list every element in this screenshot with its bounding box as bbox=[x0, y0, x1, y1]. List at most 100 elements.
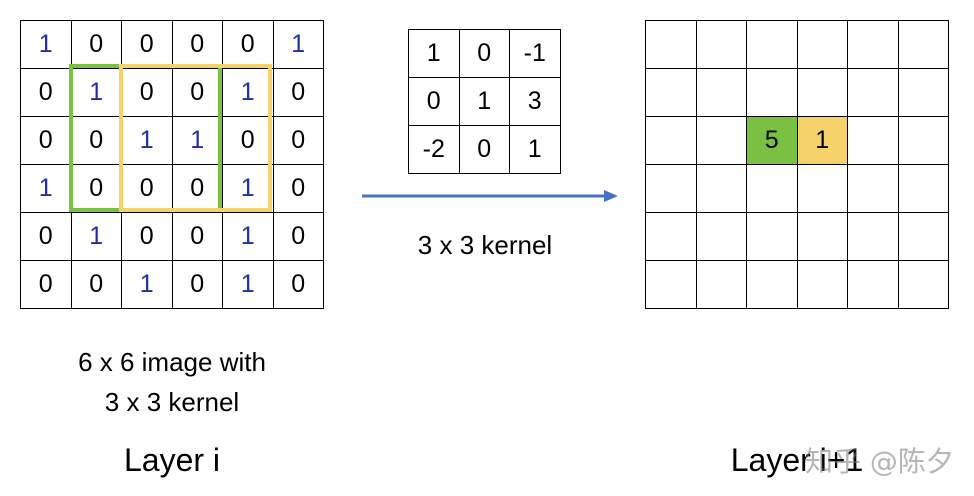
input-cell: 0 bbox=[70, 260, 122, 309]
output-cell bbox=[645, 68, 697, 117]
output-cell bbox=[695, 116, 747, 165]
input-cell: 1 bbox=[20, 164, 72, 213]
input-cell: 1 bbox=[171, 116, 223, 165]
output-cell bbox=[796, 20, 848, 69]
watermark: 知乎 @陈夕 bbox=[805, 445, 954, 478]
arrow-icon bbox=[362, 190, 618, 202]
output-cell-value: 1 bbox=[796, 116, 848, 165]
output-cell bbox=[796, 260, 848, 309]
input-cell: 1 bbox=[272, 20, 324, 69]
input-cell: 0 bbox=[70, 20, 122, 69]
input-caption: 6 x 6 image with 3 x 3 kernel bbox=[20, 342, 324, 422]
kernel-cell: -2 bbox=[408, 125, 460, 174]
output-cell bbox=[847, 68, 899, 117]
kernel-cell: 1 bbox=[408, 29, 460, 78]
input-cell: 1 bbox=[222, 68, 274, 117]
output-cell bbox=[695, 164, 747, 213]
output-row bbox=[645, 260, 949, 309]
output-cell bbox=[847, 20, 899, 69]
layer-i-label: Layer i bbox=[123, 442, 221, 478]
kernel-cell: 1 bbox=[509, 125, 561, 174]
layer-i-plus-1-label: Layer i+1 bbox=[730, 442, 864, 478]
output-cell bbox=[746, 212, 798, 261]
output-cell bbox=[847, 164, 899, 213]
output-cell bbox=[897, 164, 949, 213]
input-cell: 1 bbox=[121, 116, 173, 165]
kernel-cell: 0 bbox=[458, 29, 510, 78]
input-cell: 0 bbox=[171, 260, 223, 309]
input-cell: 0 bbox=[222, 20, 274, 69]
input-cell: 0 bbox=[70, 116, 122, 165]
kernel-cell: 1 bbox=[458, 77, 510, 126]
input-cell: 0 bbox=[70, 164, 122, 213]
input-cell: 1 bbox=[222, 164, 274, 213]
output-cell bbox=[695, 68, 747, 117]
output-cell bbox=[796, 212, 848, 261]
output-cell bbox=[897, 260, 949, 309]
input-cell: 0 bbox=[272, 260, 324, 309]
output-cell bbox=[746, 20, 798, 69]
output-cell bbox=[645, 260, 697, 309]
output-row bbox=[645, 20, 949, 69]
output-cell bbox=[695, 20, 747, 69]
input-cell: 0 bbox=[171, 68, 223, 117]
input-cell: 0 bbox=[121, 20, 173, 69]
input-cell: 1 bbox=[121, 260, 173, 309]
output-cell bbox=[847, 212, 899, 261]
input-cell: 0 bbox=[222, 116, 274, 165]
output-cell bbox=[847, 116, 899, 165]
output-cell bbox=[695, 212, 747, 261]
output-cell bbox=[847, 260, 899, 309]
input-cell: 1 bbox=[70, 212, 122, 261]
input-caption-line1: 6 x 6 image with bbox=[78, 347, 266, 377]
output-cell bbox=[695, 260, 747, 309]
input-cell: 0 bbox=[121, 212, 173, 261]
output-row bbox=[645, 68, 949, 117]
kernel-cell: 3 bbox=[509, 77, 561, 126]
output-cell bbox=[897, 212, 949, 261]
input-cell: 0 bbox=[171, 20, 223, 69]
output-cell bbox=[645, 116, 697, 165]
input-cell: 0 bbox=[272, 212, 324, 261]
input-cell: 0 bbox=[272, 164, 324, 213]
output-row bbox=[645, 212, 949, 261]
input-cell: 1 bbox=[222, 212, 274, 261]
input-cell: 0 bbox=[20, 116, 72, 165]
input-cell: 1 bbox=[20, 20, 72, 69]
input-caption-line2: 3 x 3 kernel bbox=[104, 387, 240, 417]
output-cell bbox=[897, 68, 949, 117]
output-cell bbox=[796, 164, 848, 213]
output-cell bbox=[645, 164, 697, 213]
output-cell bbox=[645, 20, 697, 69]
output-cell bbox=[796, 68, 848, 117]
input-cell: 0 bbox=[171, 164, 223, 213]
input-cell: 0 bbox=[272, 116, 324, 165]
input-cell: 0 bbox=[171, 212, 223, 261]
output-cell bbox=[746, 68, 798, 117]
input-cell: 0 bbox=[20, 260, 72, 309]
input-cell: 0 bbox=[121, 164, 173, 213]
output-cell bbox=[746, 164, 798, 213]
kernel-caption: 3 x 3 kernel bbox=[417, 230, 553, 260]
output-cell-value: 5 bbox=[746, 116, 798, 165]
kernel-cell: 0 bbox=[458, 125, 510, 174]
kernel-cell: 0 bbox=[408, 77, 460, 126]
output-cell bbox=[897, 116, 949, 165]
input-cell: 0 bbox=[121, 68, 173, 117]
output-cell bbox=[746, 260, 798, 309]
input-cell: 1 bbox=[70, 68, 122, 117]
output-cell bbox=[897, 20, 949, 69]
input-cell: 1 bbox=[222, 260, 274, 309]
input-cell: 0 bbox=[20, 212, 72, 261]
input-cell: 0 bbox=[20, 68, 72, 117]
